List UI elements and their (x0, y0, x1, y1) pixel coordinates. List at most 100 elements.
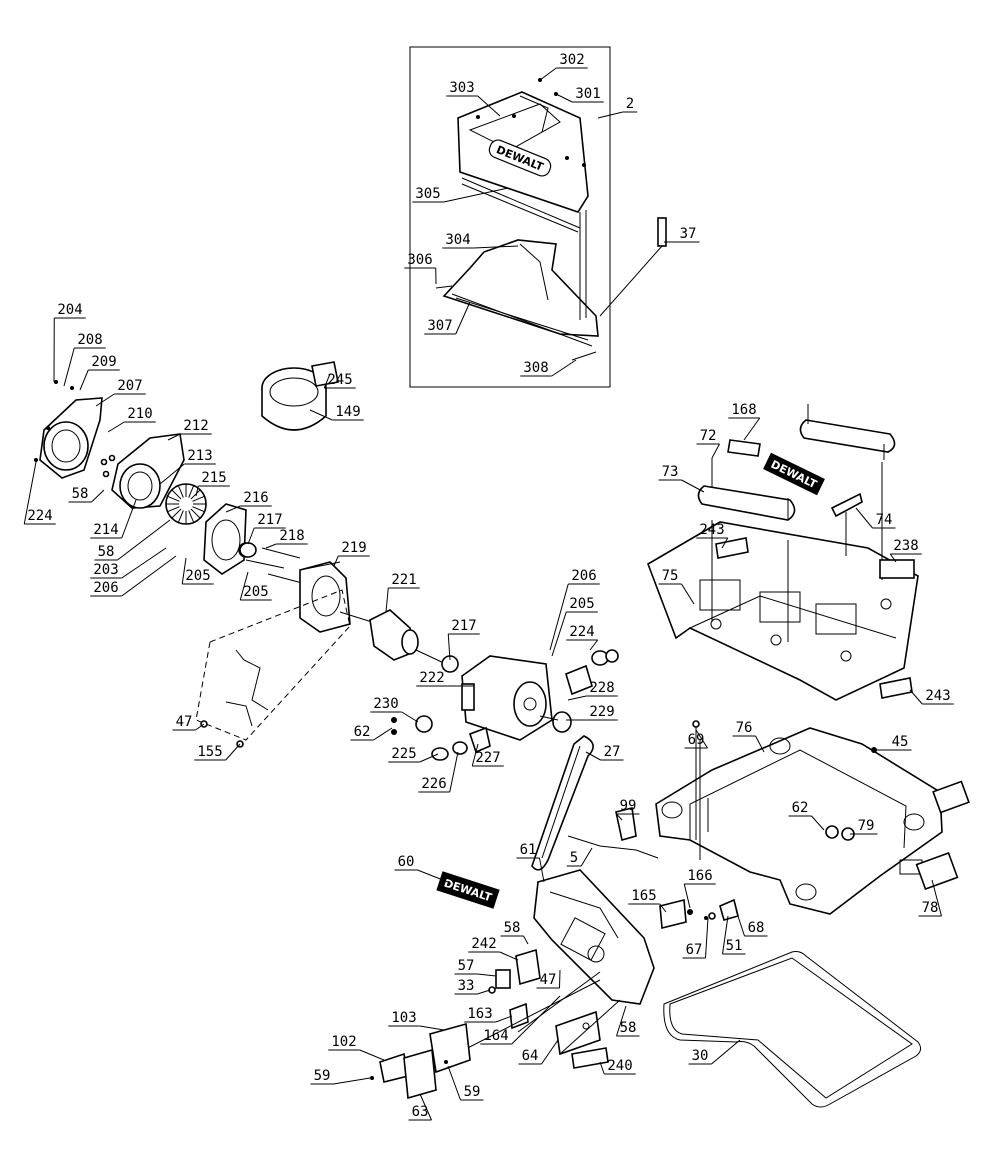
leader-line (549, 583, 569, 651)
callout-74: 74 (876, 512, 893, 528)
leader-line (91, 489, 105, 503)
leader-line (95, 393, 115, 407)
callout-45: 45 (892, 734, 909, 750)
leader-line (735, 909, 745, 937)
callout-59b: 59 (464, 1084, 481, 1100)
callout-203: 203 (93, 562, 118, 578)
callout-209: 209 (91, 354, 116, 370)
callout-58c: 58 (504, 920, 521, 936)
callout-214: 214 (93, 522, 118, 538)
callout-224b: 224 (569, 624, 594, 640)
leader-line (247, 527, 255, 545)
callout-302: 302 (559, 52, 584, 68)
callout-213: 213 (187, 448, 212, 464)
leader-line (23, 461, 37, 525)
blower-cover-212 (100, 433, 185, 509)
callout-243a: 243 (699, 522, 724, 538)
leader-line (721, 537, 729, 549)
belt-27 (531, 735, 594, 871)
callout-63: 63 (412, 1104, 429, 1120)
callout-168: 168 (731, 402, 756, 418)
callout-30: 30 (692, 1048, 709, 1064)
callout-301: 301 (575, 86, 600, 102)
callout-155: 155 (197, 744, 222, 760)
leader-line (477, 95, 501, 117)
leader-line (722, 915, 729, 955)
callout-58d: 58 (620, 1020, 637, 1036)
callout-78: 78 (922, 900, 939, 916)
leader-line (471, 743, 479, 767)
callout-102: 102 (331, 1034, 356, 1050)
leader-line (225, 505, 241, 513)
front-panel-61 (533, 869, 655, 1005)
leader-line (121, 547, 167, 579)
top-panel-75 (647, 462, 919, 701)
dust-port-inset: DEWALT (409, 46, 611, 388)
leader-line (589, 639, 599, 651)
leader-line (419, 753, 439, 763)
leader-line (447, 633, 451, 661)
leader-line (121, 499, 137, 539)
callout-149: 149 (335, 404, 360, 420)
leader-line (523, 935, 529, 945)
leader-line (616, 813, 623, 821)
leader-line (477, 989, 491, 995)
leader-line (447, 1065, 461, 1101)
leader-line (711, 1039, 741, 1065)
callout-166: 166 (687, 868, 712, 884)
callout-224a: 224 (27, 508, 52, 524)
leader-line (79, 369, 89, 391)
leader-line (597, 111, 623, 119)
leader-line (681, 479, 705, 493)
leader-line (401, 711, 419, 723)
leader-line (385, 587, 389, 613)
callout-37: 37 (680, 226, 697, 242)
callout-103: 103 (391, 1010, 416, 1026)
callout-164: 164 (483, 1028, 508, 1044)
callout-27: 27 (604, 744, 621, 760)
callout-60: 60 (398, 854, 415, 870)
leader-line (683, 883, 691, 909)
end-bell-216 (203, 503, 254, 575)
leader-line (265, 543, 277, 549)
leader-line (443, 187, 509, 203)
callout-303: 303 (449, 80, 474, 96)
leader-line (473, 245, 519, 249)
leader-line (909, 689, 923, 705)
callout-240: 240 (607, 1058, 632, 1074)
callout-62a: 62 (354, 724, 371, 740)
callout-243b: 243 (925, 688, 950, 704)
callout-62b: 62 (792, 800, 809, 816)
callout-51: 51 (726, 938, 743, 954)
callout-304: 304 (445, 232, 470, 248)
leader-line (599, 1061, 605, 1075)
callout-228: 228 (589, 680, 614, 696)
leader-line (705, 917, 709, 959)
leader-line (711, 443, 720, 459)
callout-205a: 205 (185, 568, 210, 584)
callout-305: 305 (415, 186, 440, 202)
leader-line (323, 373, 331, 389)
leader-line (511, 995, 561, 1045)
callout-57: 57 (458, 958, 475, 974)
callout-215: 215 (201, 470, 226, 486)
callout-205b: 205 (243, 584, 268, 600)
motor-housing-222 (461, 655, 553, 741)
callout-222: 222 (419, 670, 444, 686)
callout-73: 73 (662, 464, 679, 480)
callout-225: 225 (391, 746, 416, 762)
callout-306: 306 (407, 252, 432, 268)
armature-221 (339, 609, 447, 665)
callout-58a: 58 (72, 486, 89, 502)
callout-229: 229 (589, 704, 614, 720)
leader-line (117, 519, 171, 561)
leader-line (659, 903, 667, 913)
callout-59a: 59 (314, 1068, 331, 1084)
leader-line (419, 1025, 445, 1031)
leader-line (539, 857, 545, 883)
callout-207: 207 (117, 378, 142, 394)
callout-67: 67 (686, 942, 703, 958)
leader-lines (23, 67, 954, 1121)
callout-216: 216 (243, 490, 268, 506)
